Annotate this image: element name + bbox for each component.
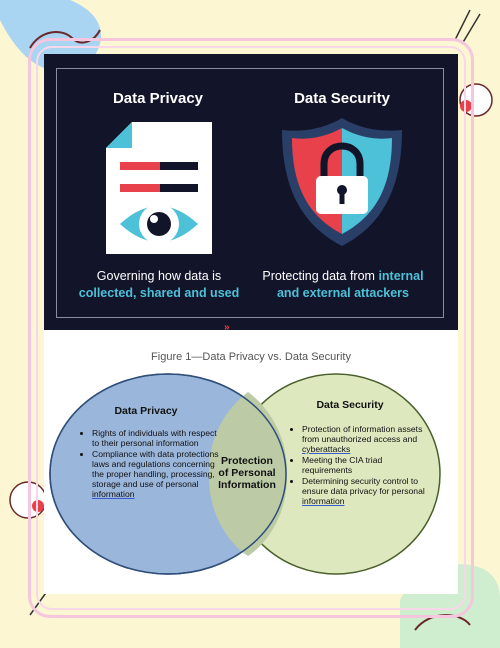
security-caption-highlight-1: internal (378, 269, 424, 283)
overlap-line-3: Information (218, 479, 276, 491)
security-caption: Protecting data from internal and extern… (248, 268, 438, 302)
privacy-caption-plain: Governing how data is (96, 269, 222, 283)
list-item-link: information (302, 496, 345, 506)
venn-security-title: Data Security (316, 399, 384, 411)
shield-lock-icon (282, 118, 402, 246)
list-item: Determining security control to ensure d… (302, 476, 427, 506)
line-decoration (454, 9, 471, 41)
overlap-line-2: of Personal (218, 467, 276, 479)
overlap-line-1: Protection (221, 455, 273, 467)
security-caption-plain: Protecting data from (262, 269, 375, 283)
list-item-text: Compliance with data protections laws an… (92, 449, 219, 489)
outer-frame (28, 38, 474, 618)
flower-center-left (32, 500, 44, 512)
security-title: Data Security (294, 90, 390, 107)
inner-frame (36, 46, 466, 610)
overlap-region (208, 392, 288, 556)
security-caption-highlight-2: and external attackers (276, 286, 409, 300)
privacy-security-panel: Data Privacy Data Security Governing how… (44, 54, 458, 330)
privacy-title: Data Privacy (112, 90, 204, 107)
list-item-link: information (92, 489, 135, 499)
line-decoration-2 (461, 13, 481, 45)
flower-center-right (460, 100, 472, 112)
panel-border (56, 68, 444, 318)
list-item: Protection of information assets from un… (302, 424, 427, 454)
privacy-caption: Governing how data is collected, shared … (64, 268, 254, 302)
venn-privacy-title: Data Privacy (114, 405, 178, 417)
divider-mark: » (224, 322, 230, 333)
venn-overlap-label: Protection of Personal Information (208, 455, 286, 491)
figure-caption: Figure 1—Data Privacy vs. Data Security (151, 351, 351, 363)
venn-privacy-list: Rights of individuals with respect to th… (80, 428, 222, 500)
list-item-text: Protection of information assets from un… (302, 424, 423, 444)
venn-security-list: Protection of information assets from un… (290, 424, 427, 507)
list-item-text: Determining security control to ensure d… (302, 476, 425, 496)
list-item-link: cyberattacks (302, 444, 351, 454)
privacy-caption-highlight: collected, shared and used (78, 286, 240, 300)
document-eye-icon (106, 122, 212, 254)
list-item: Rights of individuals with respect to th… (92, 428, 222, 448)
list-item: Meeting the CIA triad requirements (302, 455, 427, 475)
list-item: Compliance with data protections laws an… (92, 449, 222, 499)
